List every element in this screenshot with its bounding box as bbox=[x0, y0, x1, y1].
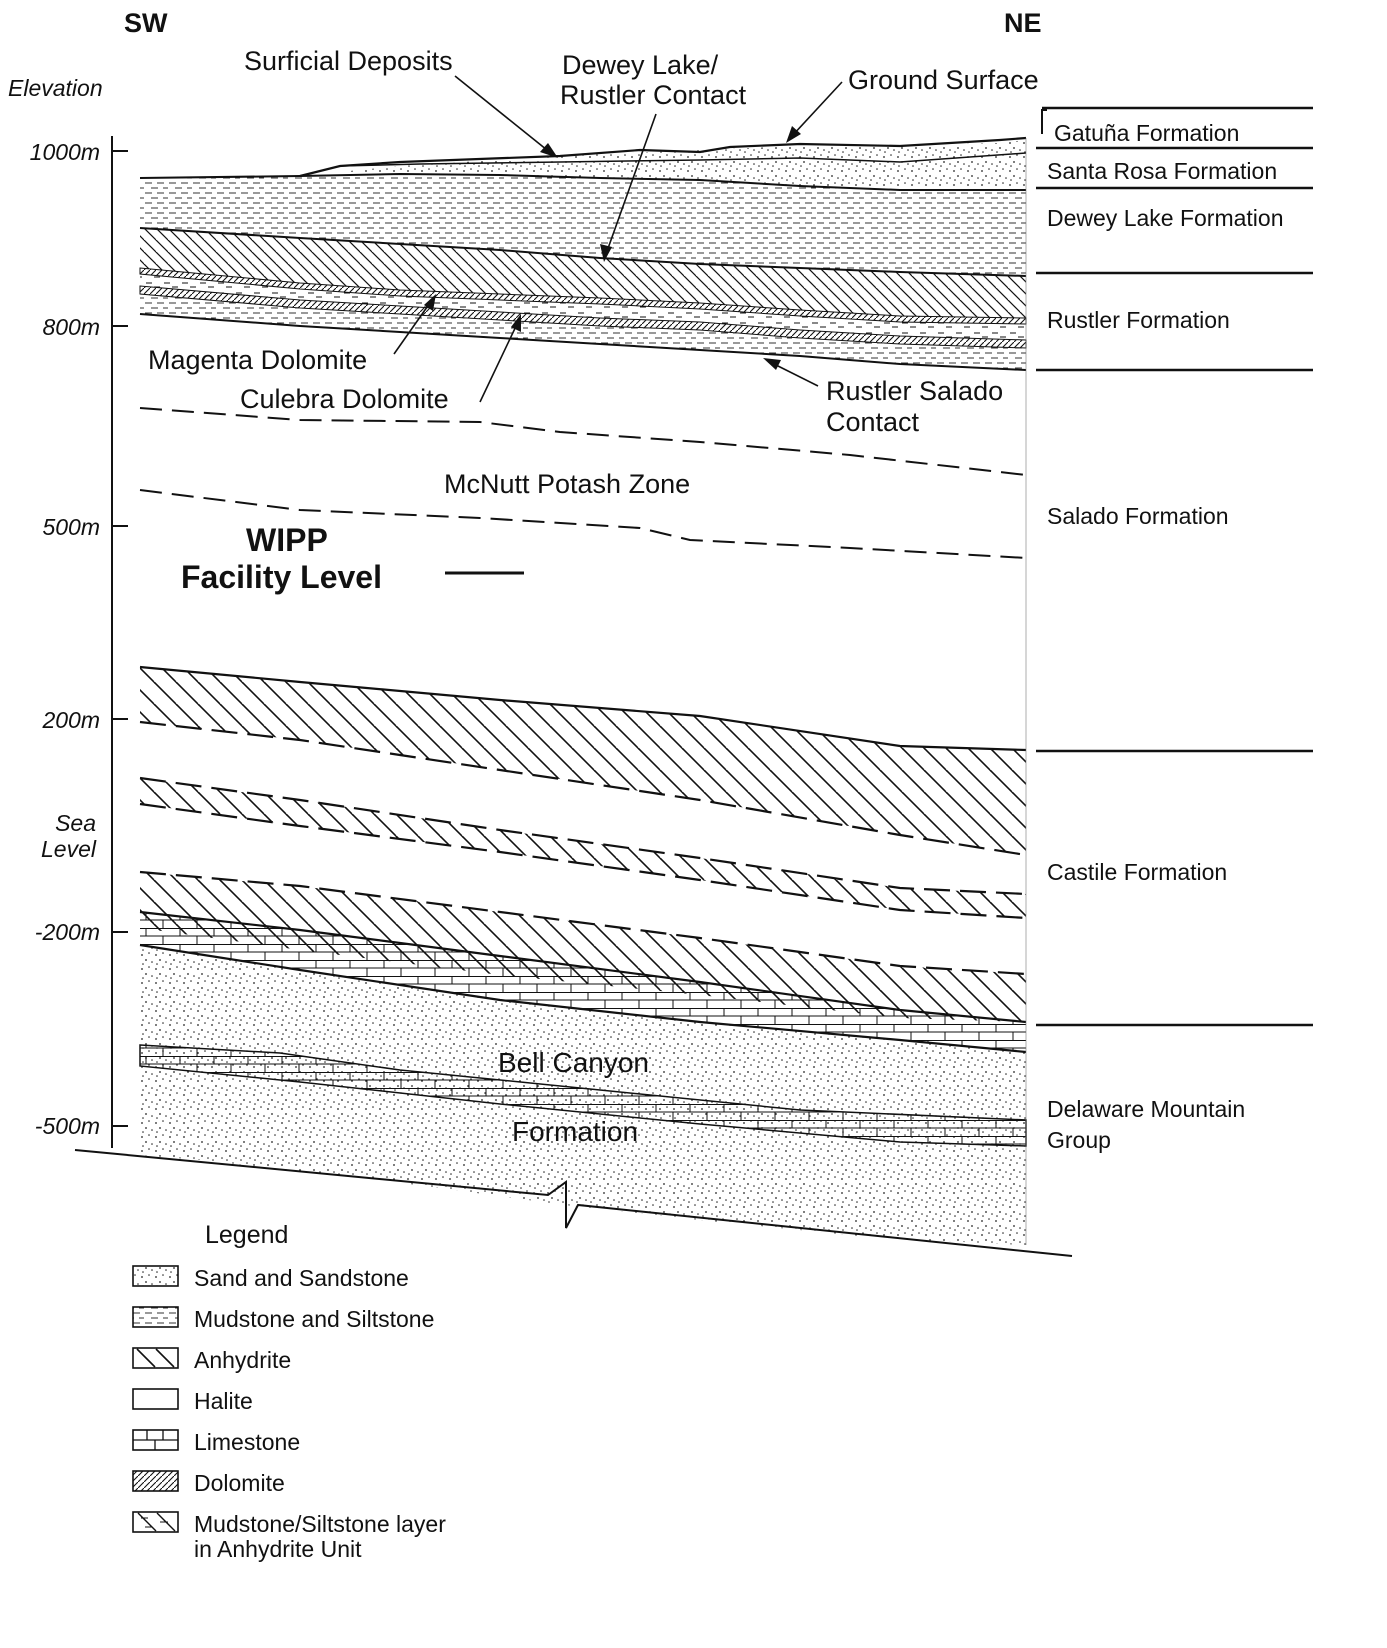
legend-swatch-limestone bbox=[132, 1429, 179, 1451]
arrow-culebra bbox=[479, 321, 519, 403]
formation-delaware-1: Delaware Mountain bbox=[1047, 1096, 1245, 1122]
gatuna-bracket bbox=[1041, 109, 1047, 134]
layer-surficial-sand bbox=[300, 140, 1026, 190]
legend-swatch-anhydrite bbox=[132, 1347, 179, 1369]
arrow-ground-surface bbox=[791, 81, 843, 137]
tick-label-minus-200: -200m bbox=[35, 919, 100, 945]
formation-castile: Castile Formation bbox=[1047, 859, 1227, 885]
arrow-ground-surface-head bbox=[786, 126, 801, 143]
direction-ne: NE bbox=[1004, 8, 1042, 38]
santa-rosa-top-line bbox=[339, 152, 1027, 167]
tick-label-1000: 1000m bbox=[30, 139, 100, 165]
layer-rustler-mudlayer bbox=[140, 274, 1026, 340]
layer-rustler-lower-mudstone bbox=[140, 294, 1026, 370]
ground-surface-line bbox=[299, 136, 1027, 178]
label-magenta-dolomite: Magenta Dolomite bbox=[148, 345, 367, 375]
sea-level-label-1: Sea bbox=[55, 810, 96, 836]
legend-label-anhydrite: Anhydrite bbox=[194, 1347, 291, 1373]
legend-swatch-mudlayer bbox=[132, 1511, 179, 1533]
legend-swatch-halite bbox=[132, 1388, 179, 1410]
label-mcnutt: McNutt Potash Zone bbox=[444, 469, 690, 499]
formation-salado: Salado Formation bbox=[1047, 503, 1229, 529]
sea-level-label-2: Level bbox=[41, 836, 97, 862]
arrow-dewey-rustler bbox=[605, 113, 657, 255]
legend-label-sand: Sand and Sandstone bbox=[194, 1265, 409, 1291]
limestone-top bbox=[139, 910, 1027, 1024]
elevation-label: Elevation bbox=[8, 75, 103, 101]
formation-santa-rosa: Santa Rosa Formation bbox=[1047, 158, 1277, 184]
legend-swatch-dolomite bbox=[132, 1470, 179, 1492]
mcnutt-lower-dashed bbox=[139, 489, 1027, 559]
tick-label-minus-500: -500m bbox=[35, 1113, 100, 1139]
elevation-axis bbox=[111, 136, 128, 1148]
label-wipp-2: Facility Level bbox=[181, 559, 382, 595]
leader-arrows bbox=[393, 75, 843, 403]
label-dewey-rustler-2: Rustler Contact bbox=[560, 80, 747, 110]
arrow-dewey-rustler-head bbox=[600, 244, 612, 262]
legend-label-mudstone: Mudstone and Siltstone bbox=[194, 1306, 434, 1332]
castile-1-top bbox=[139, 665, 1027, 752]
dewey-lake-top-line bbox=[139, 172, 1026, 191]
rustler-salado-contact-line bbox=[139, 313, 1027, 371]
mcnutt-upper-dashed bbox=[139, 407, 1027, 476]
legend-title: Legend bbox=[205, 1221, 288, 1249]
layer-dewey-lake-mudstone bbox=[140, 174, 1026, 276]
legend-label-dolomite: Dolomite bbox=[194, 1470, 285, 1496]
label-bell-canyon-2: Formation bbox=[512, 1116, 638, 1147]
label-wipp-1: WIPP bbox=[246, 522, 328, 558]
layer-castile-anhydrite-1 bbox=[140, 667, 1026, 855]
label-ground-surface: Ground Surface bbox=[848, 65, 1039, 95]
arrow-surficial bbox=[454, 75, 553, 155]
arrow-magenta-head bbox=[424, 294, 436, 311]
layer-castile-anhydrite-2 bbox=[140, 778, 1026, 918]
limestone-bottom bbox=[139, 943, 1027, 1054]
tick-label-200: 200m bbox=[41, 707, 100, 733]
castile-3-top bbox=[139, 870, 1027, 976]
tick-label-500: 500m bbox=[42, 514, 100, 540]
formation-rustler: Rustler Formation bbox=[1047, 307, 1230, 333]
label-surficial-deposits: Surficial Deposits bbox=[244, 46, 453, 76]
legend-label-mudlayer-1: Mudstone/Siltstone layer bbox=[194, 1511, 446, 1537]
layers bbox=[139, 140, 1027, 1245]
legend-label-mudlayer-2: in Anhydrite Unit bbox=[194, 1536, 362, 1562]
formation-gatuna: Gatuña Formation bbox=[1054, 120, 1239, 146]
formation-dewey-lake: Dewey Lake Formation bbox=[1047, 205, 1284, 231]
label-rustler-salado-1: Rustler Salado bbox=[826, 376, 1003, 406]
legend-swatch-mudstone bbox=[132, 1306, 179, 1328]
layer-castile-anhydrite-3 bbox=[140, 872, 1026, 1022]
label-culebra-dolomite: Culebra Dolomite bbox=[240, 384, 449, 414]
direction-sw: SW bbox=[124, 8, 168, 38]
arrow-magenta bbox=[393, 299, 433, 355]
legend-label-halite: Halite bbox=[194, 1388, 253, 1414]
legend-swatch-sand bbox=[132, 1265, 179, 1287]
legend-label-limestone: Limestone bbox=[194, 1429, 300, 1455]
arrow-culebra-head bbox=[511, 314, 521, 332]
formation-dividers bbox=[1036, 106, 1313, 1027]
tick-label-800: 800m bbox=[42, 314, 100, 340]
arrow-rustler-salado-head bbox=[763, 358, 781, 370]
contact-lines bbox=[74, 136, 1073, 1257]
label-dewey-rustler-1: Dewey Lake/ bbox=[562, 50, 719, 80]
label-bell-canyon-1: Bell Canyon bbox=[498, 1047, 649, 1078]
legend: Legend Sand and Sandstone Mudstone and S… bbox=[132, 1221, 446, 1562]
layer-rustler-anhydrite bbox=[140, 228, 1026, 318]
formation-delaware-2: Group bbox=[1047, 1127, 1111, 1153]
section-base-line bbox=[74, 1149, 1073, 1257]
dewey-rustler-contact-line bbox=[139, 227, 1027, 277]
label-rustler-salado-2: Contact bbox=[826, 407, 920, 437]
arrow-surficial-head bbox=[540, 143, 558, 158]
layer-upper-limestone bbox=[140, 912, 1026, 1052]
